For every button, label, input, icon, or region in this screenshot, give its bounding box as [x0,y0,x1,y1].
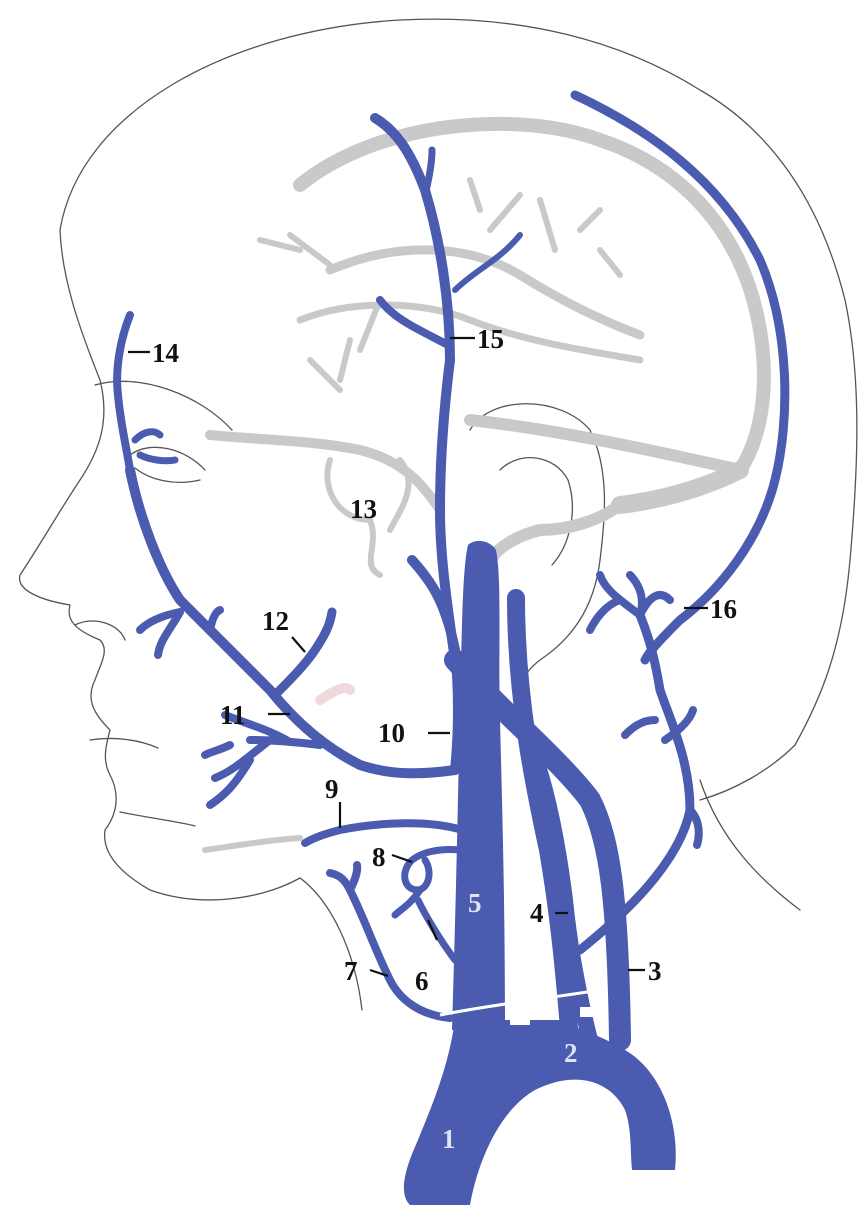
inner-ear-outline [500,458,572,565]
anterior-jugular-vein [330,865,450,1018]
nostril-outline [75,621,125,640]
lingual-vein [305,823,462,843]
venous-system [117,95,785,1205]
transverse-sinus-grey [620,470,740,505]
label-7: 7 [344,956,358,986]
neck-back-outline [700,745,795,800]
label-16: 16 [710,594,737,624]
external-jugular-vein [516,598,570,1040]
superficial-temporal-vein [375,118,455,660]
superior-thyroid-vein [395,850,460,961]
cortical-veins-grey [260,180,620,390]
label-13: 13 [350,494,377,524]
label-6: 6 [415,966,429,996]
brachiocephalic-vein-shape [404,1020,676,1205]
label-1: 1 [442,1124,456,1154]
label-5: 5 [468,888,482,918]
label-12: 12 [262,606,289,636]
label-3: 3 [648,956,662,986]
label-4: 4 [530,898,544,928]
label-11: 11 [220,700,246,730]
label-8: 8 [372,842,386,872]
mouth-outline [90,738,158,748]
label-10: 10 [378,718,405,748]
label-15: 15 [477,324,504,354]
posterior-external-jugular [580,615,690,950]
back-skin-line [700,780,800,910]
label-14: 14 [152,338,179,368]
leader-12 [292,637,305,652]
internal-jugular-vein-shape [452,541,505,1030]
superficial-temporal-branch-c [425,150,432,195]
ophthalmic-vein-stubs [135,432,175,461]
chin-outline [120,812,195,826]
superficial-temporal-branch-b [455,235,520,290]
nasal-tributaries [140,610,220,655]
supraorbital-vein [117,315,130,470]
parotid-smudge [320,688,350,700]
maxillary-vein-grey [205,838,300,850]
label-9: 9 [325,774,339,804]
label-2: 2 [564,1038,578,1068]
